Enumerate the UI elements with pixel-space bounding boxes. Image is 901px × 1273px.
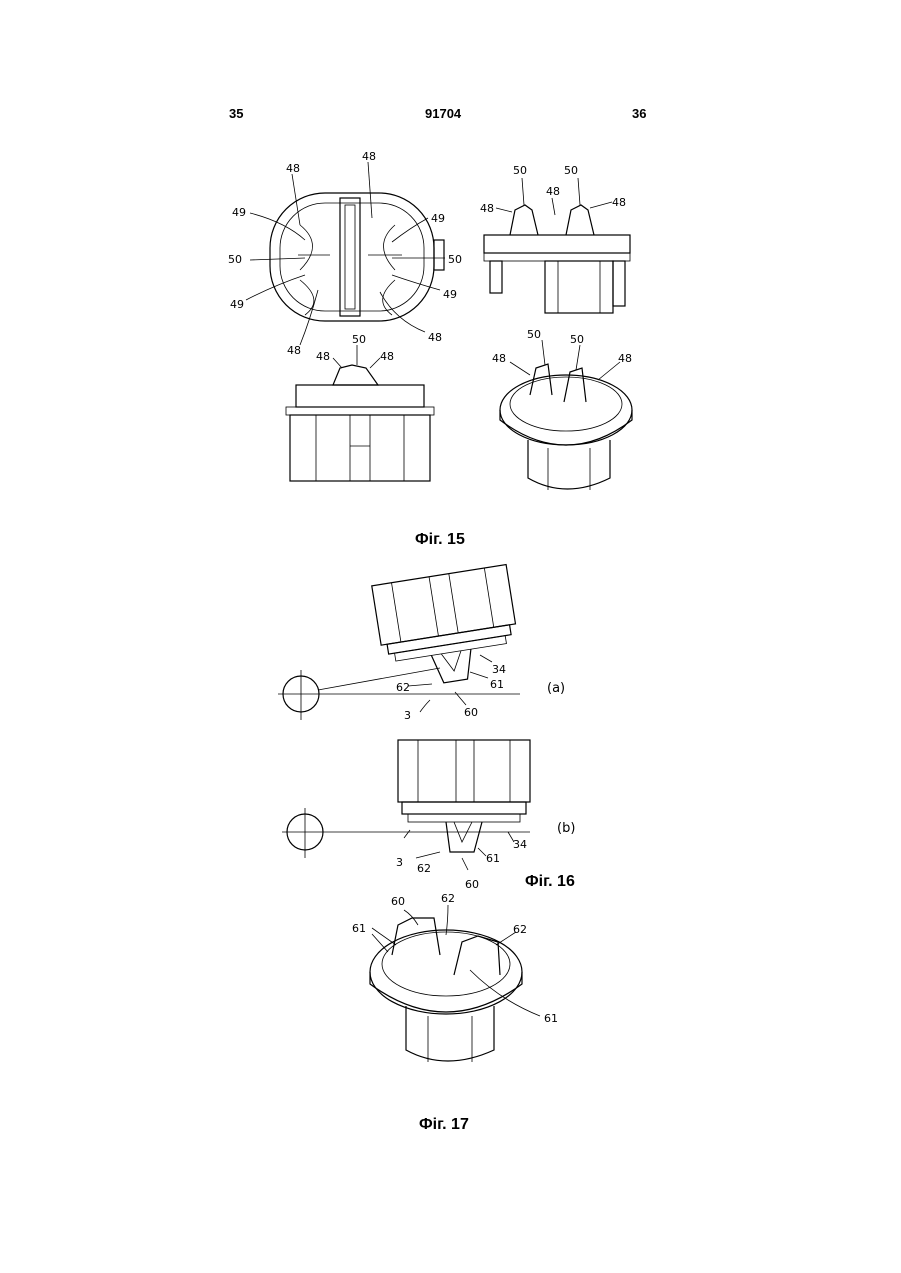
fig16b-label: 61 [486, 852, 500, 865]
fig15-label: 50 [352, 333, 366, 346]
fig15-label: 50 [527, 328, 541, 341]
fig15-label: 48 [316, 350, 330, 363]
fig15-front-view-drawing [286, 345, 434, 481]
fig16b-label: 3 [396, 856, 403, 869]
fig15-perspective-drawing [500, 340, 632, 490]
fig15-label: 50 [513, 164, 527, 177]
fig16a-label: 34 [492, 663, 506, 676]
fig15-label: 48 [287, 344, 301, 357]
fig15-label: 48 [286, 162, 300, 175]
fig15-label: 50 [564, 164, 578, 177]
fig15-label: 48 [428, 331, 442, 344]
fig15-label: 48 [546, 185, 560, 198]
fig15-label: 48 [480, 202, 494, 215]
fig16b-tag: (b) [557, 821, 575, 836]
fig15-label: 48 [492, 352, 506, 365]
fig15-label: 48 [612, 196, 626, 209]
fig15-label: 49 [431, 212, 445, 225]
fig17-label: 62 [513, 923, 527, 936]
fig16a-label: 62 [396, 681, 410, 694]
fig17-label: 61 [352, 922, 366, 935]
fig16b-label: 60 [465, 878, 479, 891]
fig17-caption: Фіг. 17 [419, 1116, 469, 1134]
fig15-caption: Фіг. 15 [415, 531, 465, 549]
fig16a-tag: (a) [547, 681, 565, 696]
fig16a-label: 61 [490, 678, 504, 691]
fig15-label: 48 [380, 350, 394, 363]
fig16b-label: 34 [513, 838, 527, 851]
fig15-label: 48 [362, 150, 376, 163]
fig15-label: 49 [443, 288, 457, 301]
fig16a-label: 60 [464, 706, 478, 719]
fig15-label: 48 [618, 352, 632, 365]
fig15-label: 49 [232, 206, 246, 219]
fig16a-drawing [278, 565, 523, 720]
fig15-label: 49 [230, 298, 244, 311]
fig16-caption: Фіг. 16 [525, 873, 575, 891]
fig15-side-view-drawing [484, 178, 630, 313]
fig15-label: 50 [570, 333, 584, 346]
fig17-label: 61 [544, 1012, 558, 1025]
fig17-label: 60 [391, 895, 405, 908]
fig16a-label: 3 [404, 709, 411, 722]
fig17-label: 62 [441, 892, 455, 905]
fig15-label: 50 [448, 253, 462, 266]
fig15-top-view-drawing [246, 162, 445, 345]
fig15-label: 50 [228, 253, 242, 266]
fig16b-label: 62 [417, 862, 431, 875]
fig16b-drawing [282, 740, 530, 870]
